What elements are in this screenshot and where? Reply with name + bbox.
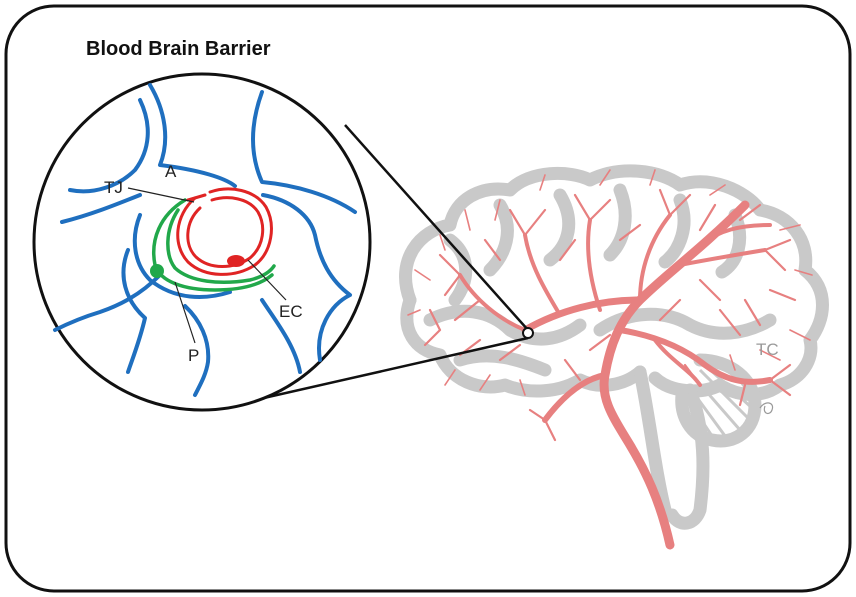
pericyte-nucleus — [150, 264, 164, 278]
label-tj: TJ — [104, 178, 123, 197]
label-ec: EC — [279, 302, 303, 321]
label-a: A — [165, 162, 177, 181]
endothelial-nucleus — [227, 255, 245, 267]
label-tc: TC — [756, 340, 779, 359]
magnified-inset: A TJ EC P — [34, 74, 370, 410]
label-p: P — [188, 346, 199, 365]
zoom-target-marker — [523, 328, 533, 338]
figure-title: Blood Brain Barrier — [86, 38, 271, 60]
